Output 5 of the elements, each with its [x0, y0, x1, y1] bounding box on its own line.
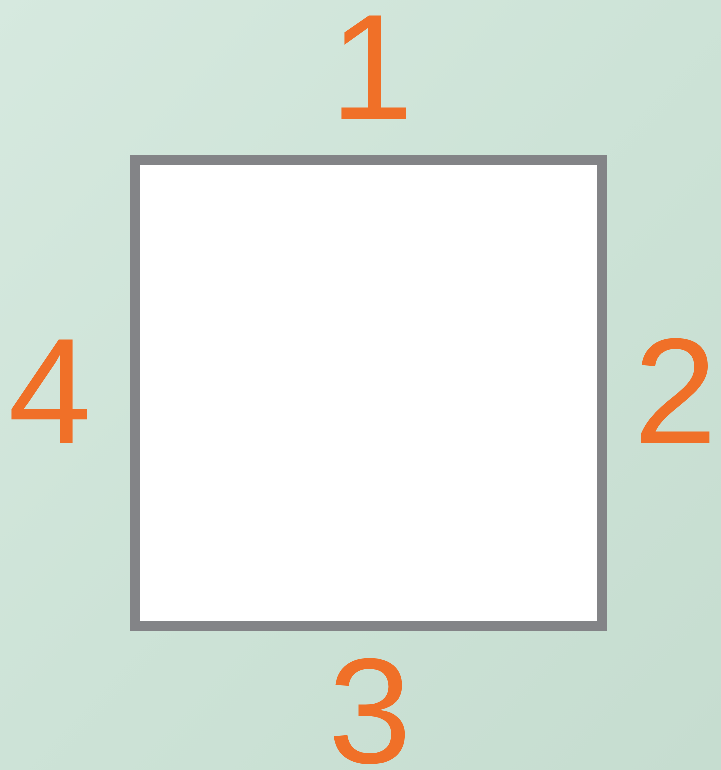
square [130, 155, 607, 631]
side-number: 3 [327, 636, 413, 770]
side-number: 2 [632, 316, 718, 466]
side-number: 1 [329, 0, 415, 142]
side-number: 4 [7, 316, 93, 466]
